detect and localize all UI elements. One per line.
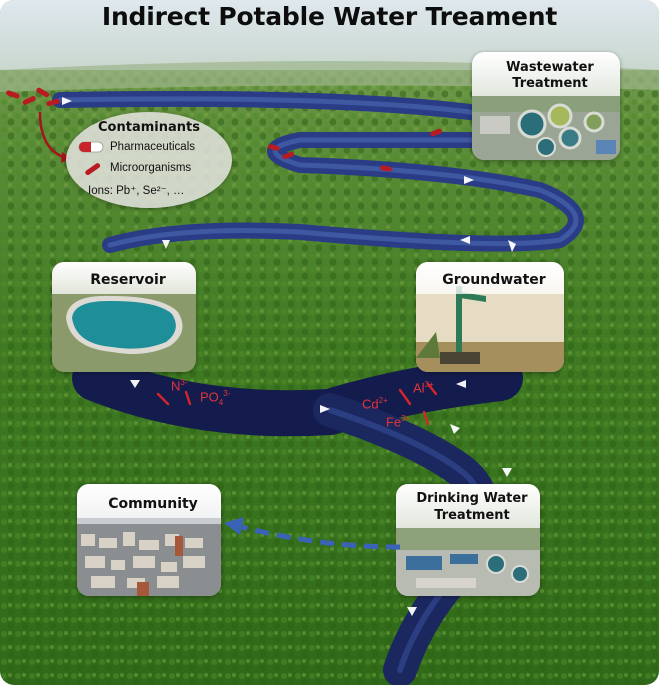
ion-label: Al3+ <box>413 380 434 396</box>
community-label: Community <box>77 484 221 518</box>
drinking-water-treatment-node: Drinking Water Treatment <box>396 484 540 596</box>
groundwater-label: Groundwater <box>416 262 564 294</box>
contaminant-item-label: Ions: Pb⁺, Se²⁻, … <box>88 185 185 197</box>
wastewater-treatment-node: Wastewater Treatment <box>472 52 620 160</box>
contaminants-heading: Contaminants <box>98 120 200 135</box>
contaminant-item-label: Microorganisms <box>110 162 192 174</box>
ion-label: N3- <box>171 378 188 394</box>
community-node: Community <box>77 484 221 596</box>
ion-label: PO43- <box>200 389 231 407</box>
pill-icon <box>78 141 104 153</box>
ion-label: Cd2+ <box>362 396 388 412</box>
wastewater-treatment-label: Wastewater Treatment <box>472 52 620 96</box>
diagram-title: Indirect Potable Water Treament <box>101 2 558 31</box>
reservoir-node: Reservoir <box>52 262 196 372</box>
reservoir-label: Reservoir <box>52 262 196 294</box>
supply-arrow <box>224 517 401 550</box>
ion-label: Fe3+ <box>386 414 411 430</box>
microorganism-icon <box>85 163 101 176</box>
drinking-water-treatment-label: Drinking Water Treatment <box>396 484 540 528</box>
contaminants-callout: Contaminants Pharmaceuticals Microorgani… <box>66 112 232 208</box>
contaminant-item-label: Pharmaceuticals <box>110 141 196 153</box>
groundwater-node: Groundwater <box>416 262 564 372</box>
